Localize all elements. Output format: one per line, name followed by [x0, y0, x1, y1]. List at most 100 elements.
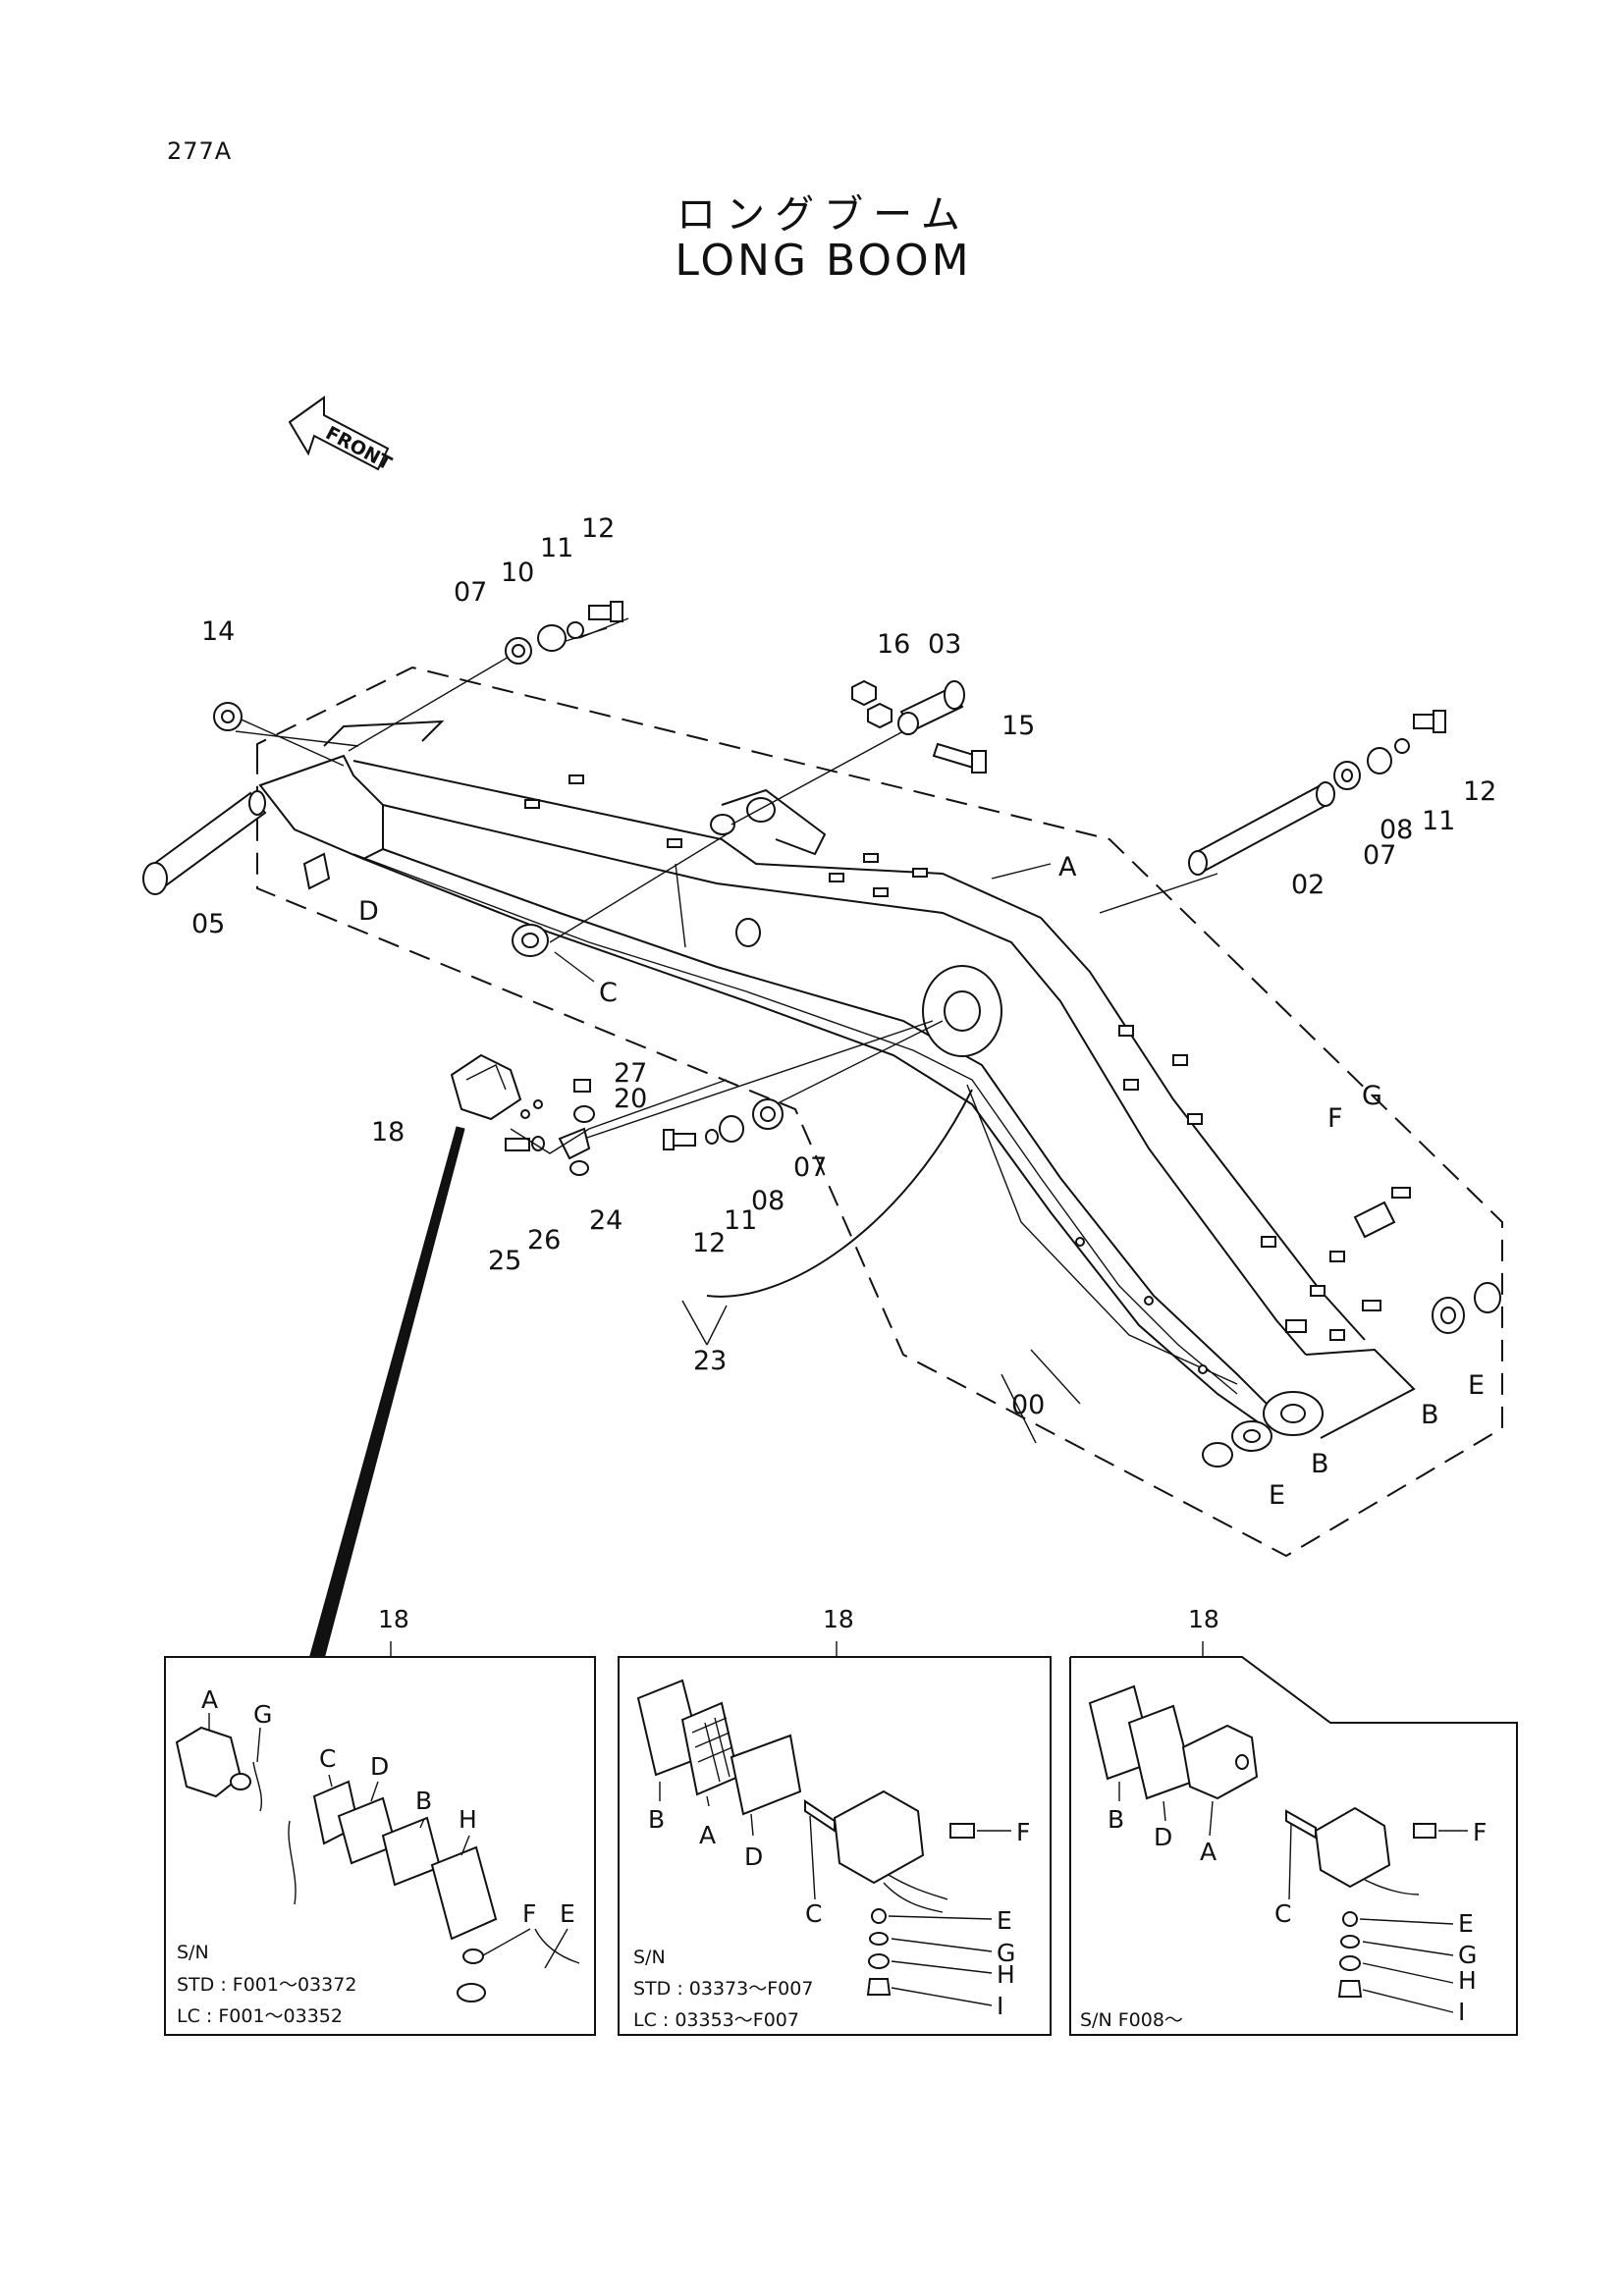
part-05-pin — [142, 790, 267, 895]
title-japanese: ロングブーム — [676, 192, 970, 238]
part-07-washer-top — [505, 637, 532, 665]
inset-2-number: 18 — [823, 1605, 854, 1633]
inset-1-label-G: G — [253, 1700, 272, 1729]
inset-1-label-D: D — [370, 1752, 389, 1781]
inset-1: 18 A G C D B H F E — [164, 1605, 596, 2036]
inset-2-label-A: A — [699, 1821, 716, 1849]
callout-07b: 07 — [1363, 840, 1396, 871]
inset-1-label-H: H — [459, 1805, 477, 1834]
inset-3-number: 18 — [1188, 1605, 1219, 1633]
callout-25: 25 — [488, 1246, 521, 1276]
part-03-pin — [897, 680, 965, 735]
inset-1-sn-0: S/N — [177, 1942, 209, 1963]
part-11-washer-right — [1394, 738, 1410, 754]
inset-2-label-F: F — [1016, 1818, 1030, 1846]
inset-3-sn-0: S/N F008～ — [1080, 2009, 1183, 2031]
inset-2-sn-1: STD : 03373～F007 — [633, 1978, 813, 2000]
callout-18: 18 — [371, 1117, 405, 1148]
part-F-bracket — [1353, 1201, 1396, 1239]
front-arrow-icon: FRONT — [288, 396, 395, 475]
callout-12a: 12 — [581, 513, 615, 544]
inset-1-label-E: E — [560, 1899, 575, 1928]
inset-2-label-D: D — [744, 1842, 763, 1871]
inset-3: 18 B D A C F E G — [1069, 1605, 1518, 2036]
inset-3-label-I: I — [1458, 1998, 1465, 2026]
part-E-seal-right — [1474, 1282, 1501, 1313]
callout-05: 05 — [191, 909, 225, 939]
part-08-plate-center — [719, 1115, 744, 1143]
part-15-bolt — [932, 742, 987, 774]
callout-23: 23 — [693, 1346, 727, 1376]
part-C-bushing — [512, 924, 549, 957]
inset-1-number: 18 — [378, 1605, 409, 1633]
inset-1-label-F: F — [522, 1899, 536, 1928]
inset-1-label-C: C — [319, 1744, 336, 1773]
callout-12c: 12 — [692, 1228, 726, 1258]
callout-11a: 11 — [540, 533, 573, 563]
callout-11c: 11 — [724, 1205, 757, 1236]
harness-23 — [706, 1089, 973, 1298]
callout-A: A — [1058, 852, 1077, 882]
part-10-plate — [537, 624, 567, 652]
part-02-pin — [1188, 781, 1335, 876]
part-D-bracket — [302, 852, 331, 890]
inset-3-label-B: B — [1108, 1805, 1124, 1834]
inset-2-sn-0: S/N — [633, 1947, 666, 1968]
inset-2-label-I: I — [997, 1992, 1003, 2020]
part-12-bolt-right — [1413, 710, 1446, 733]
callout-02: 02 — [1291, 870, 1325, 900]
main-callouts: 00 02 03 05 07 07 07 08 08 10 11 11 11 1… — [191, 513, 1496, 1511]
inset-2: 18 B A D C F E — [618, 1605, 1052, 2036]
inset-2-sn-2: LC : 03353～F007 — [633, 2009, 799, 2031]
inset-3-label-D: D — [1154, 1823, 1172, 1851]
part-E-seal-lower — [1202, 1442, 1233, 1468]
callout-10: 10 — [501, 558, 534, 588]
inset-3-label-E: E — [1458, 1909, 1474, 1938]
callout-24: 24 — [589, 1205, 622, 1236]
callout-11b: 11 — [1422, 806, 1455, 836]
part-12-bolt-center — [663, 1129, 696, 1150]
inset-3-label-G: G — [1458, 1941, 1477, 1969]
leader-lines — [223, 617, 1326, 1444]
callout-16: 16 — [877, 629, 910, 660]
inset-1-sn-1: STD : F001～03372 — [177, 1974, 356, 1996]
callout-F: F — [1327, 1103, 1343, 1134]
inset-1-label-A: A — [201, 1685, 218, 1714]
lamp-bracket-parts — [505, 1079, 728, 1176]
inset-2-label-C: C — [805, 1899, 822, 1928]
inset-3-label-A: A — [1200, 1838, 1217, 1866]
lamp-leader-wedge — [308, 1126, 465, 1660]
callout-15: 15 — [1001, 711, 1035, 741]
callout-E1: E — [1269, 1480, 1285, 1511]
part-16-nuts — [851, 679, 893, 729]
callout-G: G — [1362, 1081, 1382, 1111]
callout-00: 00 — [1011, 1390, 1045, 1420]
callout-08b: 08 — [751, 1186, 784, 1216]
title-english: LONG BOOM — [675, 236, 972, 286]
page-code: 277A — [167, 137, 233, 165]
callout-27: 27 — [614, 1058, 647, 1089]
callout-B2: B — [1421, 1400, 1439, 1430]
part-11-washer-center — [705, 1129, 719, 1145]
callout-03: 03 — [928, 629, 961, 660]
inset-2-label-H: H — [997, 1960, 1015, 1989]
part-18-lamp — [450, 1053, 543, 1121]
callout-B1: B — [1311, 1449, 1329, 1479]
part-B-bushing-right — [1432, 1297, 1465, 1334]
callout-E2: E — [1468, 1370, 1485, 1401]
callout-C: C — [599, 978, 618, 1008]
inset-2-label-G: G — [997, 1939, 1015, 1967]
inset-3-label-H: H — [1458, 1966, 1477, 1995]
inset-1-label-B: B — [415, 1787, 432, 1815]
part-12-bolt-top — [588, 601, 623, 622]
inset-3-label-F: F — [1473, 1818, 1487, 1846]
part-G-bolt — [1391, 1187, 1411, 1199]
inset-1-sn-2: LC : F001～03352 — [177, 2005, 343, 2027]
callout-12b: 12 — [1463, 776, 1496, 807]
inset-2-label-E: E — [997, 1906, 1012, 1935]
callout-07a: 07 — [454, 577, 487, 608]
callout-20: 20 — [614, 1084, 647, 1114]
part-B-bushing-lower — [1231, 1420, 1272, 1452]
part-08-plate-right — [1367, 747, 1392, 774]
